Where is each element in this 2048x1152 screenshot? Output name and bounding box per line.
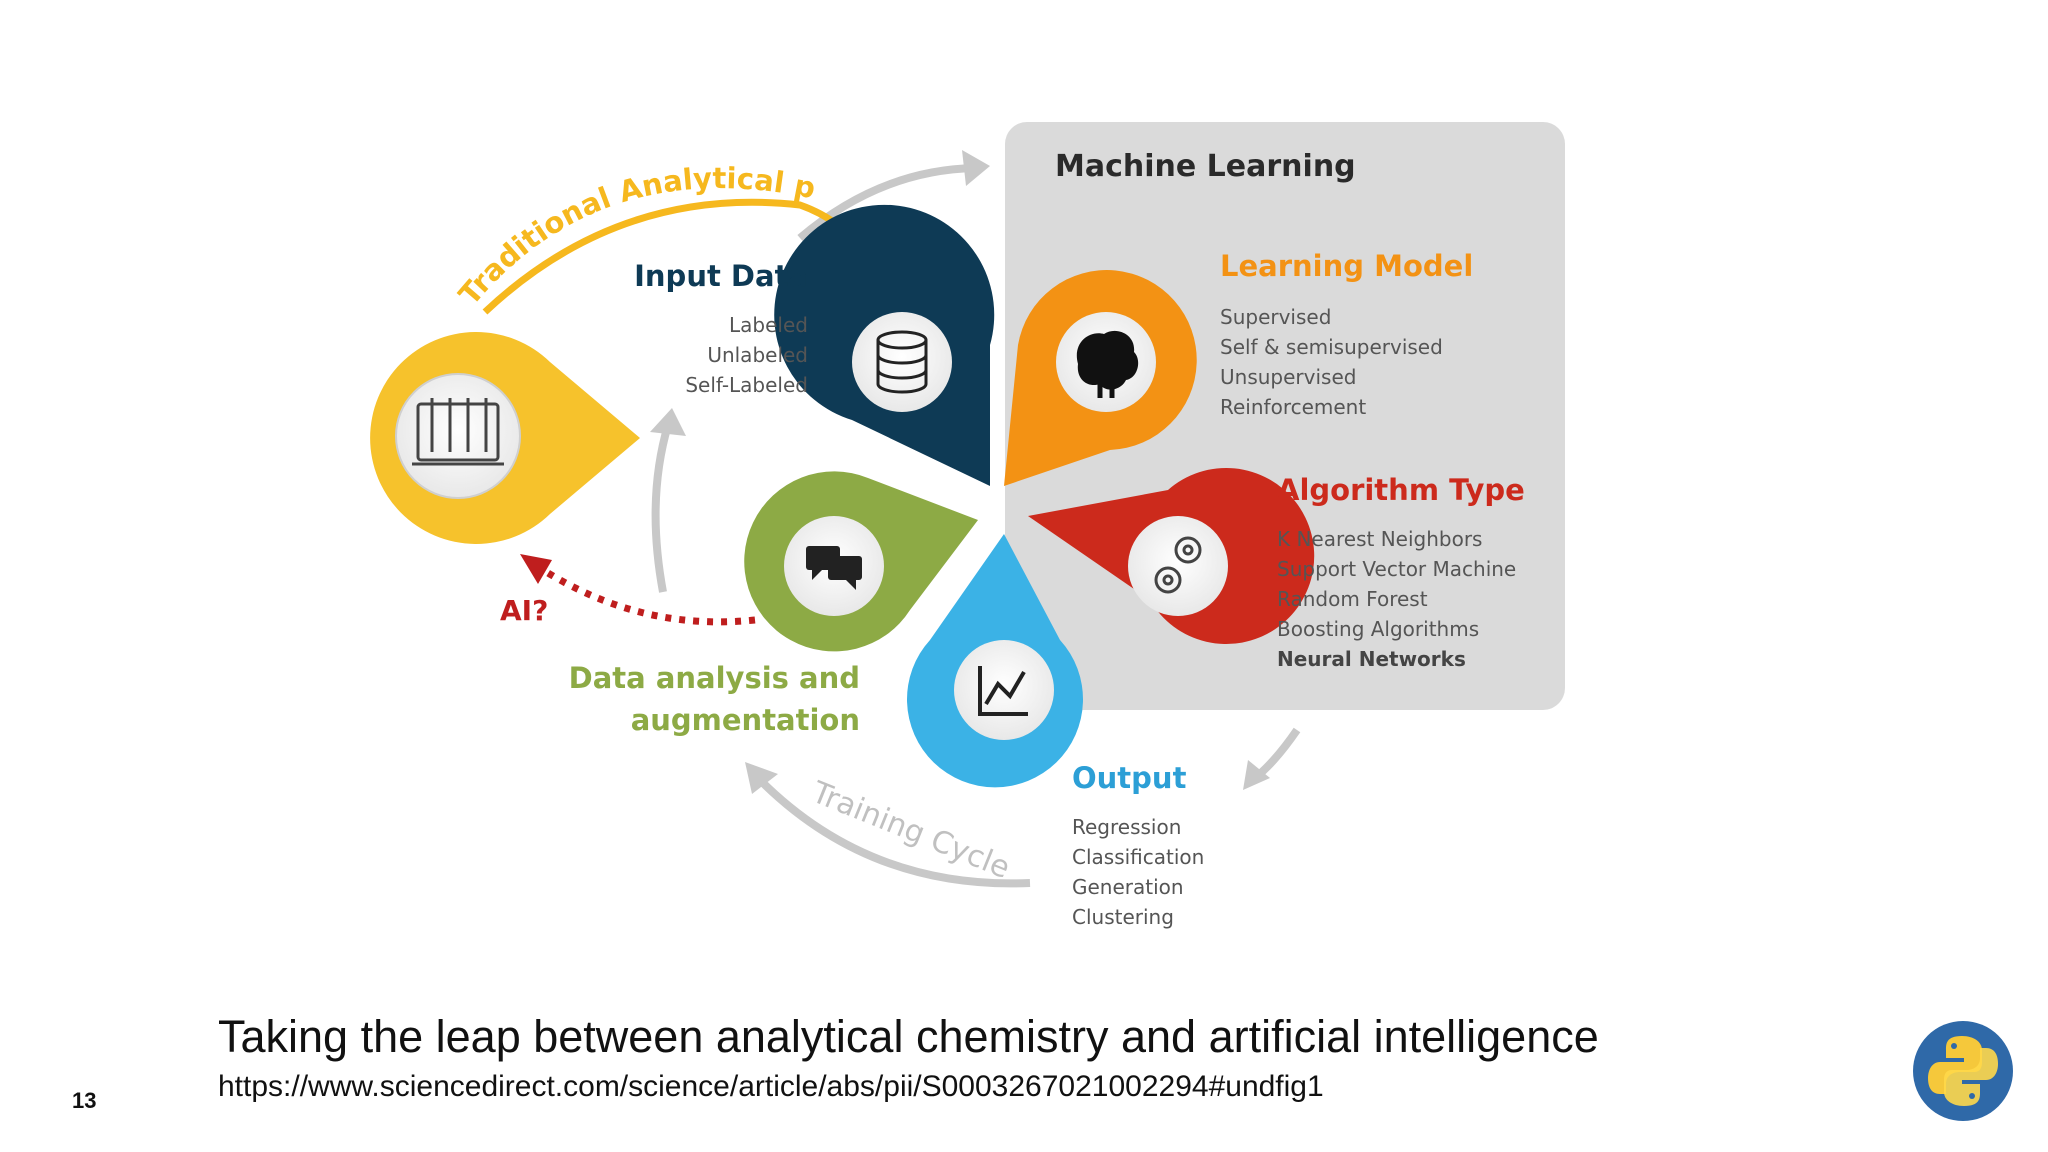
cycle-arrow-bottom-head [745, 762, 778, 794]
test-tubes-icon [412, 398, 504, 466]
ai-dotted-arrow [538, 565, 756, 626]
output-item: Regression [1072, 815, 1181, 839]
cycle-arrow-left [651, 423, 672, 593]
cycle-arrow-top [797, 164, 976, 242]
input-data-item: Self-Labeled [685, 373, 808, 397]
learning-model-title: Learning Model [1220, 249, 1473, 283]
cycle-arrow-left-head [650, 408, 686, 436]
algorithm-type-item: Support Vector Machine [1277, 557, 1516, 581]
chat-bubbles-icon [806, 546, 862, 590]
traditional-icon-circle [395, 373, 521, 499]
algorithm-type-item: K Nearest Neighbors [1277, 527, 1482, 551]
learning-model-item: Unsupervised [1220, 365, 1356, 389]
learning-model-item: Self & semisupervised [1220, 335, 1443, 359]
gears-icon [1154, 536, 1202, 594]
python-logo-icon [1913, 1021, 2013, 1121]
input-data-title: Input Data [634, 259, 808, 293]
data-analysis-title: Data analysis and [569, 661, 860, 695]
brain-icon [1076, 330, 1139, 398]
cycle-arrow-bottom [757, 777, 1031, 888]
database-icon [876, 330, 928, 394]
algorithm-type-title: Algorithm Type [1277, 473, 1525, 507]
algorithm-type-item: Boosting Algorithms [1277, 617, 1479, 641]
cycle-arrow-top-head [962, 150, 990, 186]
algorithm-type-item: Neural Networks [1277, 647, 1466, 671]
output-item: Clustering [1072, 905, 1174, 929]
line-chart-icon [978, 666, 1028, 716]
caption: Taking the leap between analytical chemi… [218, 1010, 1918, 1106]
output-item: Classification [1072, 845, 1204, 869]
cycle-arrow-right-head [1243, 760, 1270, 790]
caption-title: Taking the leap between analytical chemi… [218, 1011, 1599, 1062]
data-analysis-title: augmentation [631, 703, 860, 737]
cycle-arrow-right [1252, 727, 1301, 782]
learning-model-item: Reinforcement [1220, 395, 1366, 419]
input-data-item: Unlabeled [707, 343, 808, 367]
machine-learning-title: Machine Learning [1055, 149, 1356, 184]
algorithm-type-icon-circle [1128, 516, 1228, 616]
algorithm-type-item: Random Forest [1277, 587, 1428, 611]
caption-url[interactable]: https://www.sciencedirect.com/science/ar… [218, 1070, 1324, 1103]
slide-number: 13 [72, 1088, 97, 1113]
ai-arrow-head [520, 554, 552, 584]
output-item: Generation [1072, 875, 1184, 899]
ai-label: AI? [500, 594, 548, 627]
input-data-item: Labeled [729, 313, 808, 337]
output-title: Output [1072, 761, 1187, 795]
learning-model-item: Supervised [1220, 305, 1331, 329]
